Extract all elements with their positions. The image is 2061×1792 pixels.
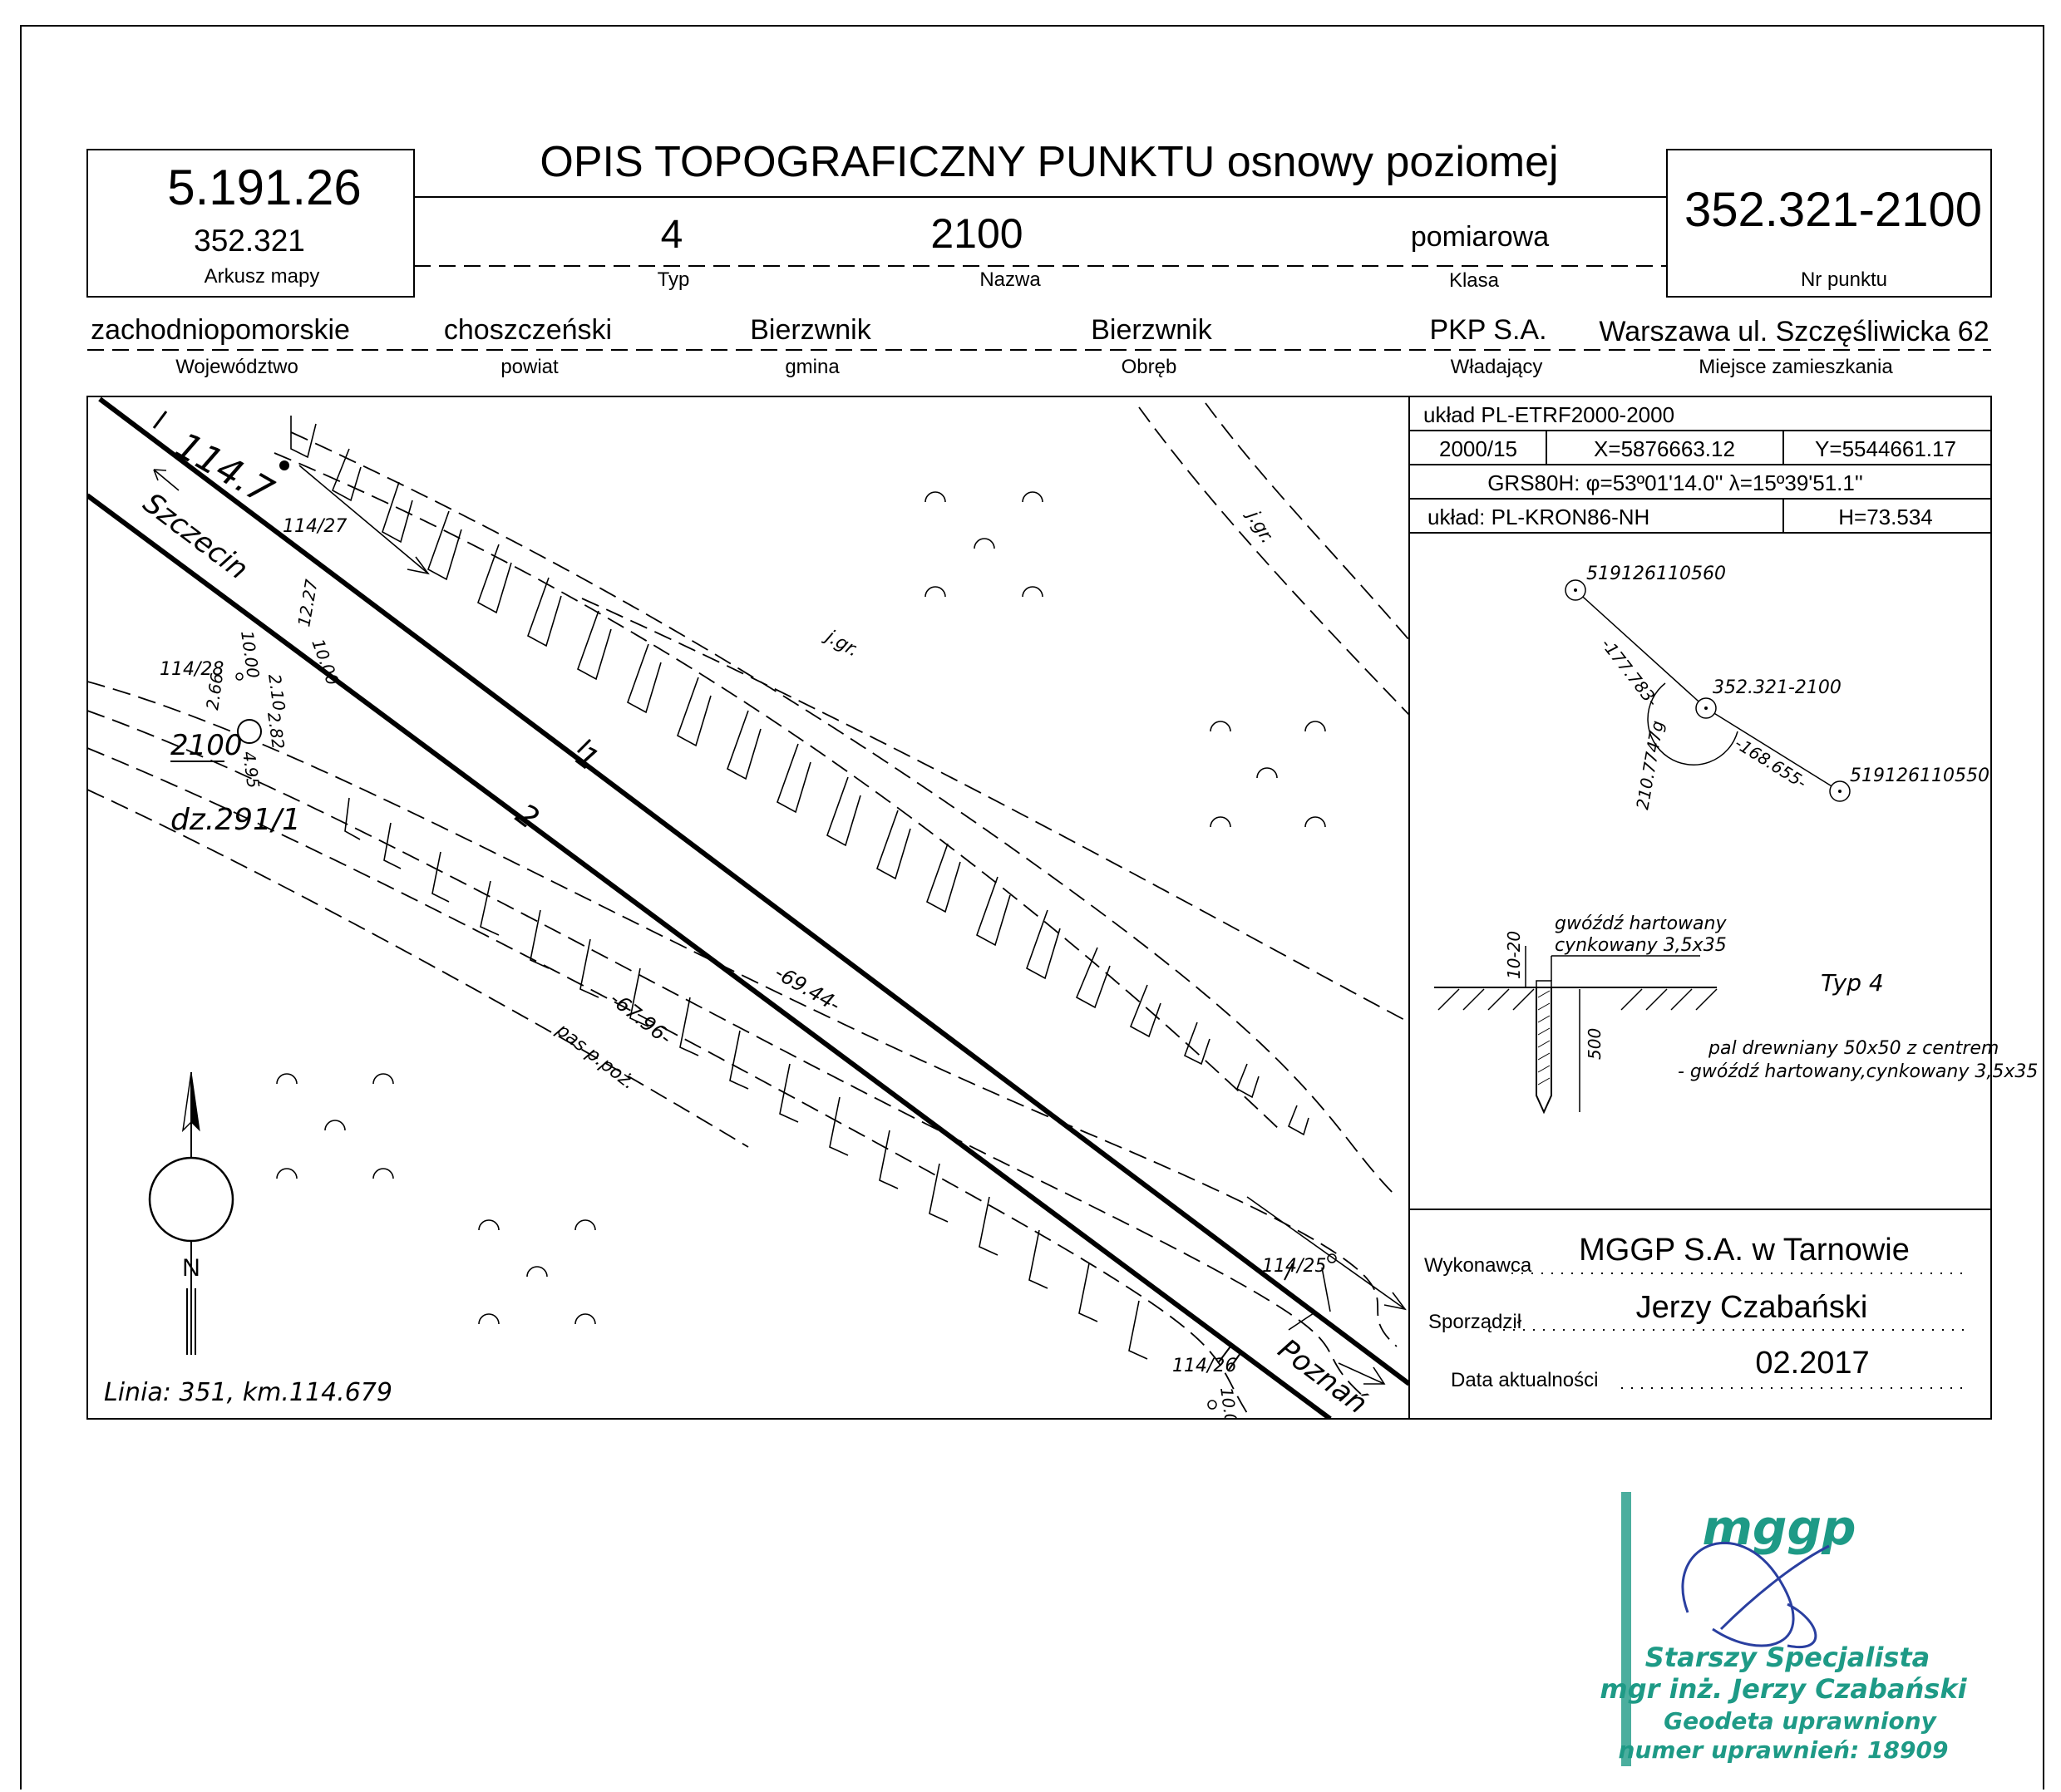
commune: Bierzwnik [750,314,871,346]
north-arrow: N [148,1071,234,1355]
marker-114-25: 114/25 [1262,1256,1326,1277]
ref-angle: 210.7747g [1632,719,1667,811]
marker-note: gwóźdź hartowany [1555,913,1727,934]
map-sheet-box [86,149,415,298]
precinct-label: Obręb [1122,356,1177,378]
stamp-logo: mggp [1703,1499,1856,1556]
stamp-line-3: Geodeta uprawniony [1664,1707,1938,1735]
map-sketch: 114.7 Szczecin Poznań 2100 dz.291/1 Lini… [87,396,1409,1435]
name-label: Nazwa [979,268,1041,291]
north-label: N [182,1254,200,1282]
parcel-label: dz.291/1 [170,803,301,837]
point-label: 2100 [170,729,243,762]
km-label: 114.7 [169,424,281,513]
stamp-line-1: Starszy Specjalista [1645,1642,1930,1673]
date: 02.2017 [1755,1346,1869,1381]
coord-system: układ PL-ETRF2000-2000 [1423,402,1674,427]
height-value: H=73.534 [1838,505,1932,529]
marker-depth: 10-20 [1504,931,1524,979]
point-number-box [1666,149,1992,298]
point-2100-marker [237,719,262,744]
class-label: Klasa [1449,269,1500,292]
line-info: Linia: 351, km.114.679 [104,1378,392,1407]
admin-row: zachodniopomorskie Województwo choszczeń… [87,314,1991,378]
marker-114-26: 114/26 [1172,1356,1236,1376]
footer-info: Wykonawca MGGP S.A. w Tarnowie Sporządzi… [1409,1209,1991,1391]
elevation-2: -67.96- [605,987,676,1050]
marker-detail: gwóźdź hartowany cynkowany 3,5x35 10-20 … [1434,913,2038,1115]
stamp-signature [1681,1542,1830,1648]
page-title: OPIS TOPOGRAFICZNY PUNKTU osnowy poziome… [540,138,1558,186]
distance-10-03: 10.03 [1216,1386,1243,1435]
map-sheet-label: Arkusz mapy [205,265,320,288]
point-number: 352.321-2100 [1684,183,1982,237]
contractor-label: Wykonawca [1424,1254,1532,1277]
ref-point-b-label: 352.321-2100 [1713,677,1842,698]
boundary-label-1: j.gr. [820,625,862,662]
map-sheet-number: 5.191.26 [167,160,362,215]
owner: PKP S.A. [1429,314,1546,346]
point-number-label: Nr punktu [1801,268,1887,291]
marker-length: 500 [1585,1028,1605,1060]
county-label: powiat [500,356,559,378]
main-frame [86,396,1992,1420]
marker-desc-1: pal drewniany 50x50 z centrem [1708,1038,1999,1059]
voivodeship-label: Województwo [175,356,298,378]
north-circle [148,1156,234,1243]
type-label: Typ [658,268,690,291]
reference-sketch: 519126110560 352.321-2100 519126110550 -… [1565,564,1990,811]
surveyor-stamp: mggp Starszy Specjalista mgr inż. Jerzy … [1600,1492,1968,1766]
header: OPIS TOPOGRAFICZNY PUNKTU osnowy poziome… [86,138,1992,298]
page-border [20,25,2044,1790]
author-label: Sporządził [1428,1311,1522,1333]
distance-4-95: 4.95 [239,750,264,789]
coord-grs: GRS80H: φ=53º01'14.0'' λ=15º39'51.1'' [1487,470,1863,495]
ref-point-a-label: 519126110560 [1586,564,1726,584]
marker-type: Typ 4 [1821,969,1884,997]
marker-114-28: 114/28 [160,659,224,680]
coord-zone: 2000/15 [1439,436,1517,461]
map-sheet-sub: 352.321 [194,224,305,258]
residence: Warszawa ul. Szczęśliwicka 62 [1599,316,1989,347]
date-label: Data aktualności [1451,1369,1598,1391]
class-value: pomiarowa [1411,221,1549,253]
marker-note-2: cynkowany 3,5x35 [1555,935,1727,956]
commune-label: gmina [785,356,840,378]
contractor: MGGP S.A. w Tarnowie [1579,1233,1910,1268]
marker-114-27: 114/27 [283,516,347,537]
type-value: 4 [661,213,683,257]
author: Jerzy Czabański [1636,1290,1868,1325]
stamp-line-4: numer uprawnień: 18909 [1619,1736,1949,1764]
voivodeship: zachodniopomorskie [91,314,350,346]
distance-2-82: 2.82 [264,711,288,750]
distance-2-66: 2.66 [202,672,227,711]
ref-dist-a: -177.783- [1597,634,1663,710]
angle-arc [1647,682,1738,766]
fire-strip-label: pas p.poż. [552,1019,639,1094]
coord-y: Y=5544661.17 [1815,436,1956,461]
distance-12-27: 12.27 [293,578,322,628]
coordinate-table: układ PL-ETRF2000-2000 2000/15 X=5876663… [1409,402,1991,534]
precinct: Bierzwnik [1091,314,1212,346]
distance-2-10: 2.10 [264,672,289,711]
wooden-pile [1536,987,1552,1115]
embankment-hatch [290,416,1309,1360]
name-value: 2100 [930,210,1023,257]
residence-label: Miejsce zamieszkania [1699,356,1893,378]
ref-dist-c: -168.655- [1731,733,1810,793]
ref-point-c-label: 519126110550 [1850,766,1990,786]
distance-10-00-a: 10.00 [237,629,264,679]
trees [276,491,1326,1325]
marker-desc-2: - gwóźdź hartowany,cynkowany 3,5x35 [1678,1061,2038,1082]
owner-label: Władający [1451,356,1543,378]
height-system: układ: PL-KRON86-NH [1427,505,1649,529]
track-1 [98,396,1409,1386]
track-2 [87,493,1332,1419]
stamp-line-2: mgr inż. Jerzy Czabański [1600,1673,1967,1705]
county: choszczeński [444,314,612,346]
coord-x: X=5876663.12 [1594,436,1735,461]
